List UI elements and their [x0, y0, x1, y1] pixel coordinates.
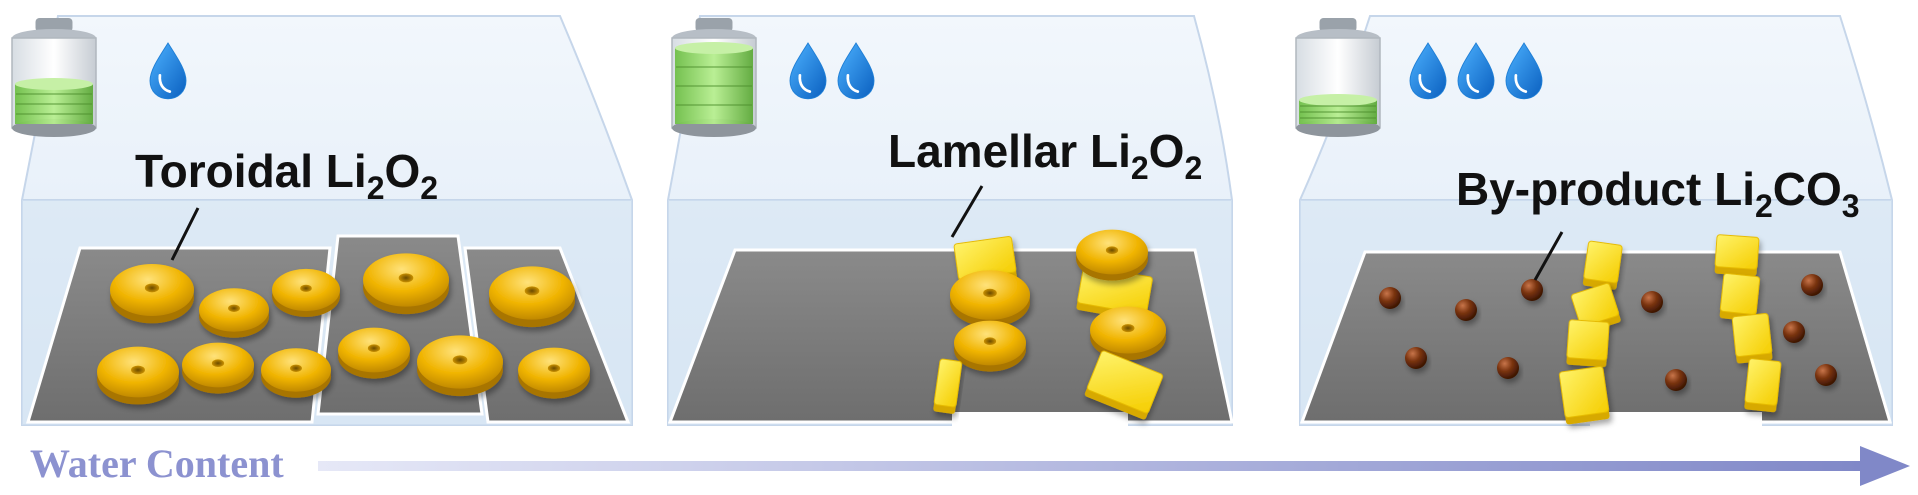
- panel-low-water: Toroidal Li2O2: [11, 15, 633, 426]
- li2co3-particle: [1641, 291, 1663, 313]
- lamella-particle: [1744, 358, 1782, 413]
- panel-label: Toroidal Li2O2: [135, 145, 438, 206]
- li2co3-particle: [1521, 279, 1543, 301]
- panel-high-water: By-product Li2CO3: [1295, 15, 1893, 426]
- toroid-particle: [489, 266, 575, 328]
- axis-arrow-shaft: [318, 461, 1863, 471]
- water-drop-icon: [149, 42, 187, 100]
- lamella-particle: [1731, 313, 1773, 364]
- substrate-gap: [952, 412, 1128, 426]
- toroid-particle: [954, 320, 1026, 372]
- toroid-particle: [1076, 229, 1148, 281]
- water-drops: [789, 42, 875, 100]
- axis-arrow-head: [1860, 446, 1910, 486]
- battery-icon: [11, 18, 97, 137]
- label-pointer-line: [1533, 231, 1564, 281]
- water-drop-icon: [1505, 42, 1543, 100]
- battery-icon-body: [671, 18, 757, 137]
- byproduct-li2co3-particles: [1379, 234, 1837, 425]
- lamella-particle: [1719, 273, 1761, 322]
- water-drop-icon: [1457, 42, 1495, 100]
- water-drop-icon: [837, 42, 875, 100]
- label-pointer-line: [170, 207, 200, 261]
- toroid-particle: [338, 327, 410, 379]
- water-drops: [149, 42, 187, 100]
- toroid-particle: [363, 253, 449, 315]
- toroidal-li2o2-particles: [97, 253, 590, 405]
- lamella-particle: [933, 358, 963, 414]
- label-pointer-line: [950, 185, 984, 238]
- water-drop-icon: [789, 42, 827, 100]
- battery-icon: [671, 18, 757, 137]
- lamella-particle: [1566, 319, 1610, 368]
- toroid-particle: [417, 335, 503, 397]
- li2co3-particle: [1665, 369, 1687, 391]
- li2co3-particle: [1801, 274, 1823, 296]
- li2co3-particle: [1497, 357, 1519, 379]
- water-content-axis: Water Content: [30, 441, 1910, 486]
- toroid-particle: [950, 270, 1030, 327]
- battery-icon-body: [1295, 18, 1381, 137]
- li2co3-particle: [1783, 321, 1805, 343]
- axis-label: Water Content: [30, 441, 284, 486]
- water-drop-icon: [1409, 42, 1447, 100]
- panel-label: By-product Li2CO3: [1456, 163, 1860, 224]
- water-drops: [1409, 42, 1543, 100]
- li2co3-particle: [1455, 299, 1477, 321]
- toroid-particle: [97, 346, 179, 405]
- toroid-particle: [182, 342, 254, 394]
- lamella-particle: [1084, 350, 1164, 420]
- toroid-particle: [199, 288, 269, 338]
- lamella-particle: [1558, 366, 1610, 425]
- battery-icon-body: [11, 18, 97, 137]
- toroid-particle: [1090, 306, 1166, 361]
- substrate-gap: [1590, 412, 1762, 426]
- li2co3-particle: [1405, 347, 1427, 369]
- panel-label: Lamellar Li2O2: [888, 125, 1202, 186]
- toroid-particle: [518, 347, 590, 399]
- lamella-particle: [1582, 240, 1623, 290]
- toroid-particle: [272, 268, 340, 317]
- toroid-particle: [110, 263, 194, 324]
- lamella-particle: [1714, 234, 1760, 277]
- battery-icon: [1295, 18, 1381, 137]
- lamellar-li2o2-particles: [933, 229, 1166, 420]
- li2co3-particle: [1815, 364, 1837, 386]
- toroid-particle: [261, 348, 331, 398]
- li2co3-particle: [1379, 287, 1401, 309]
- panel-medium-water: Lamellar Li2O2: [667, 15, 1234, 426]
